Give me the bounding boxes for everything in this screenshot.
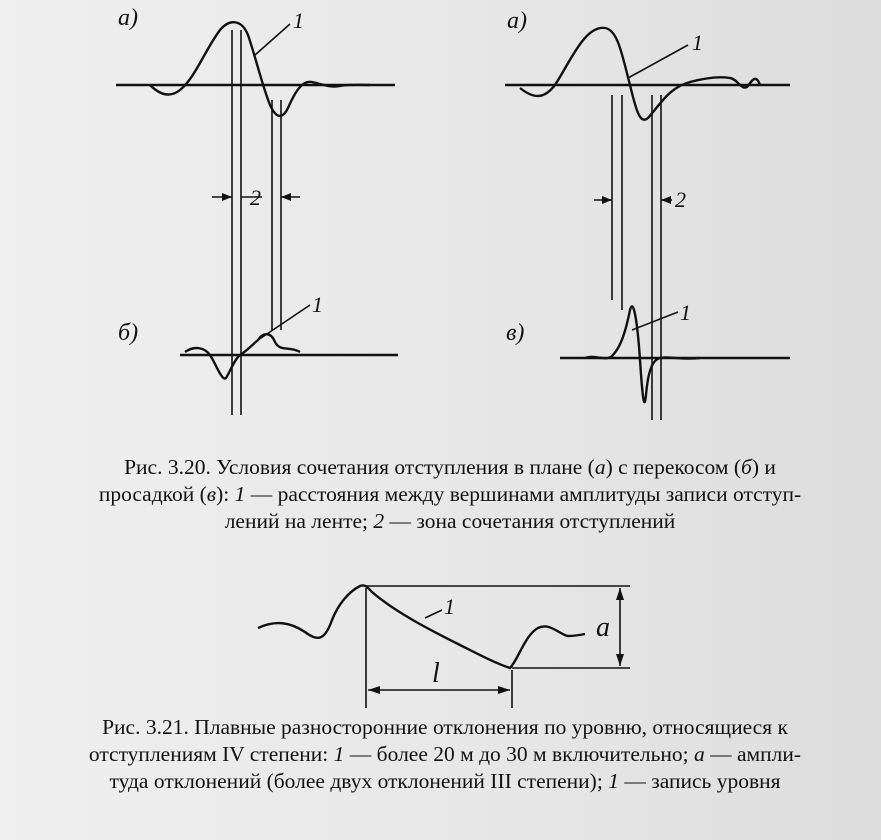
caption-italic-term: 1 — [333, 742, 345, 766]
caption-line: лений на ленте; 2 — зона сочетания отсту… — [40, 508, 860, 535]
caption-italic-term: 2 — [373, 509, 385, 533]
figure-3-21-caption: Рис. 3.21. Плавные разносторонние отклон… — [20, 714, 870, 795]
caption-line: туда отклонений (более двух отклонений I… — [20, 768, 870, 795]
caption-line: просадкой (в): 1 — расстояния между верш… — [40, 481, 860, 508]
marker-1-fig21: 1 — [444, 594, 455, 619]
length-label: l — [432, 658, 440, 689]
deviation-curve — [149, 21, 371, 118]
amplitude-label: a — [596, 612, 610, 643]
marker-1-v: 1 — [680, 300, 691, 325]
caption-text: ): — [216, 482, 235, 506]
panel-b-label: б) — [118, 320, 138, 346]
caption-italic-term: 1 — [234, 482, 246, 506]
caption-italic-term: б — [741, 455, 752, 479]
caption-text: Рис. 3.21. Плавные разносторонние отклон… — [102, 715, 788, 739]
caption-text: — запись уровня — [618, 769, 781, 793]
marker-2-left: 2 — [250, 185, 261, 210]
caption-text: ) и — [751, 455, 776, 479]
caption-text: ) с перекосом ( — [605, 455, 742, 479]
panel-a-right-label: а) — [507, 8, 527, 34]
caption-text: лений на ленте; — [224, 509, 374, 533]
caption-text: Рис. 3.20. Условия сочетания отступления… — [124, 455, 595, 479]
figure-3-20: а) а) б) в) 1 1 1 1 2 2 — [116, 5, 790, 420]
caption-italic-term: a — [694, 742, 705, 766]
caption-text: — ампли- — [704, 742, 802, 766]
caption-italic-term: в — [206, 482, 217, 506]
level-record-curve — [257, 584, 586, 670]
caption-italic-term: 1 — [608, 769, 619, 793]
caption-line: отступлениям IV степени: 1 — более 20 м … — [20, 741, 870, 768]
caption-text: — расстояния между вершинами амплитуды з… — [245, 482, 802, 506]
caption-italic-term: а — [594, 455, 606, 479]
caption-text: отступлениям IV степени: — [88, 742, 334, 766]
caption-text: туда отклонений (более двух отклонений I… — [109, 769, 609, 793]
marker-1-a-left: 1 — [293, 8, 304, 33]
panel-a-left-label: а) — [118, 5, 138, 31]
marker-1-b: 1 — [312, 292, 323, 317]
caption-line: Рис. 3.20. Условия сочетания отступления… — [40, 454, 860, 481]
marker-2-right: 2 — [675, 187, 686, 212]
panel-v-label: в) — [506, 320, 524, 346]
caption-line: Рис. 3.21. Плавные разносторонние отклон… — [20, 714, 870, 741]
marker-1-a-right: 1 — [692, 30, 703, 55]
caption-text: просадкой ( — [98, 482, 207, 506]
caption-text: — зона сочетания отступлений — [384, 509, 676, 533]
caption-text: — более 20 м до 30 м включительно; — [344, 742, 695, 766]
figure-3-20-caption: Рис. 3.20. Условия сочетания отступления… — [40, 454, 860, 535]
